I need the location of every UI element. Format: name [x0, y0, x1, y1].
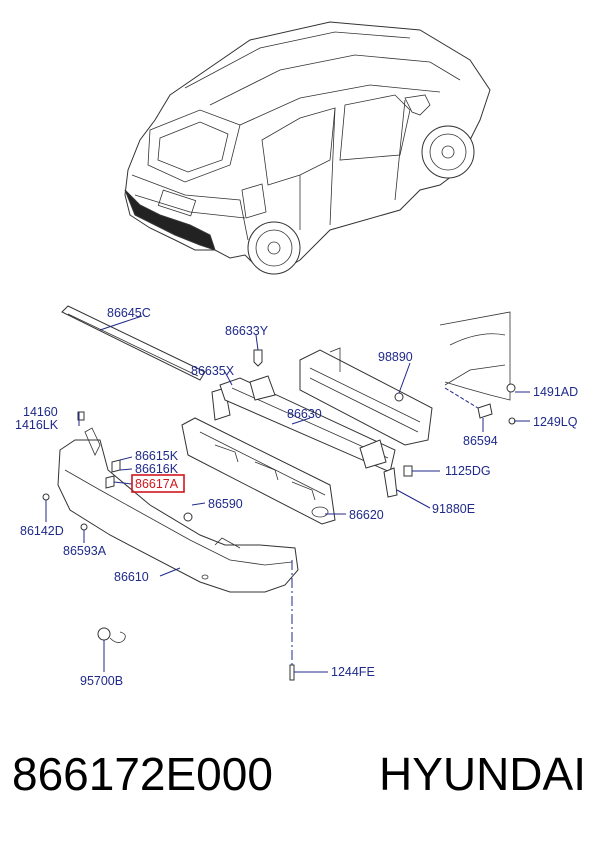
part-label-highlighted[interactable]: 86617A	[135, 477, 179, 491]
leader-lines	[45, 315, 530, 673]
part-label[interactable]: 86590	[208, 497, 243, 511]
part-label[interactable]: 86620	[349, 508, 384, 522]
vehicle-illustration	[124, 21, 491, 275]
highlight-box	[131, 474, 185, 493]
footer-bar: 866172E000 HYUNDAI	[0, 735, 600, 825]
bumper-parts	[42, 305, 516, 681]
brand-text: HYUNDAI	[378, 748, 586, 800]
part-label[interactable]: 86633Y	[225, 324, 269, 338]
part-labels: 86645C 86633Y 98890 86635X 1491AD 14160 …	[15, 306, 578, 688]
part-label[interactable]: 1491AD	[533, 385, 578, 399]
part-label[interactable]: 14160	[23, 405, 58, 419]
part-label[interactable]: 98890	[378, 350, 413, 364]
part-label[interactable]: 1249LQ	[533, 415, 578, 429]
part-label[interactable]: 86610	[114, 570, 149, 584]
part-label[interactable]: 86630	[287, 407, 322, 421]
part-label[interactable]: 1416LK	[15, 418, 59, 432]
part-number-text: 866172E000	[12, 748, 273, 800]
part-label[interactable]: 86616K	[135, 462, 179, 476]
part-label[interactable]: 1125DG	[445, 464, 491, 478]
part-label[interactable]: 86615K	[135, 449, 179, 463]
part-label[interactable]: 1244FE	[331, 665, 375, 679]
part-label[interactable]: 91880E	[432, 502, 475, 516]
part-label[interactable]: 86645C	[107, 306, 151, 320]
part-label[interactable]: 95700B	[80, 674, 123, 688]
part-label[interactable]: 86593A	[63, 544, 107, 558]
part-label[interactable]: 86142D	[20, 524, 64, 538]
part-label[interactable]: 86594	[463, 434, 498, 448]
part-label[interactable]: 86635X	[191, 364, 235, 378]
